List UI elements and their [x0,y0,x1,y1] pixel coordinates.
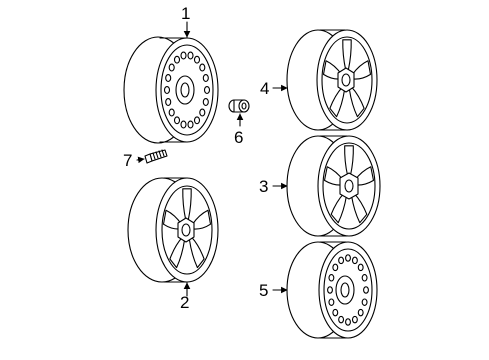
vent-hole [193,55,201,64]
vent-hole [328,298,335,306]
callout-5: 5 [259,281,268,300]
vent-hole [199,63,206,72]
vent-hole [338,315,345,324]
vent-hole [328,274,335,282]
lug-bolt-7[interactable] [136,149,168,164]
steel-wheel-1[interactable] [123,21,219,144]
vent-hole [345,318,351,326]
vent-hole [361,274,368,282]
wheel-spoke [351,192,368,224]
vent-hole [165,98,172,106]
vent-hole [187,120,194,129]
wheel-spoke [351,60,372,80]
vent-hole [357,308,364,317]
vent-hole [163,86,171,94]
vent-hole [351,315,358,324]
alloy-wheel-4[interactable] [272,29,378,131]
callout-3: 3 [259,177,268,196]
wheel-spoke [322,60,343,80]
vent-hole [332,263,339,272]
callout-2: 2 [180,293,189,312]
vent-hole [173,116,181,125]
wheel-spoke [188,236,205,269]
alloy-wheel-3[interactable] [272,135,381,237]
wheel-spoke [348,86,365,118]
vent-hole [345,254,351,262]
vent-hole [202,98,209,106]
callout-4: 4 [260,79,269,98]
vent-hole [361,298,368,306]
vent-hole [202,74,209,82]
wheel-spoke [162,209,183,230]
alloy-wheel-2[interactable] [127,177,219,297]
wheel-spoke [329,86,346,118]
vent-hole [203,86,211,94]
wheel-spoke [323,166,344,186]
vent-hole [168,63,175,72]
vent-hole [180,120,187,129]
vent-hole [180,51,187,60]
vent-hole [173,55,181,64]
vent-hole [165,74,172,82]
valve-stem-6[interactable] [228,99,250,127]
vent-hole [327,286,333,294]
wheel-spoke [342,39,352,71]
vent-hole [193,116,201,125]
vent-hole [187,51,194,60]
steel-wheel-5[interactable] [272,241,378,339]
callout-6: 6 [234,128,243,147]
vent-hole [199,108,206,117]
vent-hole [338,256,345,265]
vent-hole [168,108,175,117]
wheel-spoke [344,145,354,177]
wheel-spoke [354,166,375,186]
callout-1: 1 [181,4,190,23]
vent-hole [363,286,369,294]
vent-hole [357,263,364,272]
wheel-spoke [169,236,186,269]
wheel-spoke [191,209,212,230]
vent-hole [351,256,358,265]
wheel-spoke [182,188,192,220]
wheel-spoke [330,192,347,224]
vent-hole [332,308,339,317]
callout-7: 7 [123,151,132,170]
